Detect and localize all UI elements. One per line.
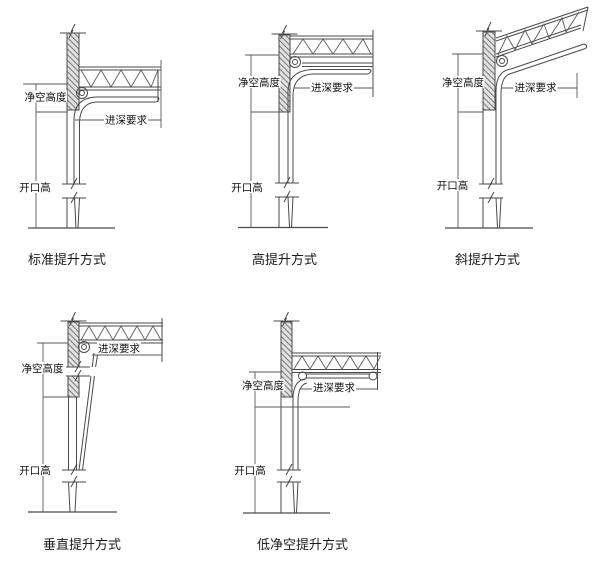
opening-height-text: 开口高 — [231, 181, 263, 194]
clear-height-label: 净空高度 — [24, 90, 67, 104]
door-track — [495, 43, 588, 184]
door-panel — [74, 197, 80, 229]
clear-height-label: 净空高度 — [241, 379, 285, 392]
diagram-incline-lift: 净空高度 进深要求 开口高 斜提升方式 — [436, 6, 589, 267]
opening-height-text: 开口高 — [234, 464, 266, 477]
caption-low-headroom-lift: 低净空提升方式 — [257, 537, 348, 552]
caption-incline-lift: 斜提升方式 — [455, 252, 520, 267]
roller-icon — [368, 371, 378, 381]
roller-icon — [298, 371, 307, 381]
opening-height-label: 开口高 — [233, 464, 267, 477]
opening-height-text: 开口高 — [19, 464, 51, 477]
wall-column — [59, 23, 87, 228]
clear-height-label: 净空高度 — [237, 76, 281, 89]
opening-height-label: 开口高 — [230, 181, 264, 194]
opening-height-label: 开口高 — [18, 181, 52, 194]
wall-column — [273, 311, 300, 513]
opening-height-text: 开口高 — [19, 181, 51, 194]
door-panel — [287, 196, 294, 228]
diagram-standard-lift: 净空高度 进深要求 开口高 标准提升方式 — [18, 23, 162, 267]
clear-height-label: 净空高度 — [441, 76, 485, 89]
door-track — [287, 69, 372, 183]
clear-height-label: 净空高度 — [21, 362, 64, 375]
clear-height-text: 净空高度 — [238, 76, 280, 89]
caption-high-lift: 高提升方式 — [252, 252, 317, 267]
door-panel — [292, 481, 299, 514]
depth-requirement-label: 进深要求 — [312, 381, 356, 394]
wall-column — [271, 24, 298, 228]
depth-requirement-text: 进深要求 — [313, 382, 355, 394]
wall-column — [60, 311, 87, 398]
depth-requirement-label: 进深要求 — [513, 81, 558, 94]
depth-requirement-label: 进深要求 — [310, 81, 354, 94]
pulley-icon — [496, 55, 508, 67]
door-panel — [68, 397, 77, 513]
depth-requirement-text: 进深要求 — [98, 343, 140, 355]
door-track — [292, 371, 378, 470]
depth-requirement-text: 进深要求 — [311, 82, 353, 94]
clear-height-text: 净空高度 — [25, 91, 67, 104]
door-track — [78, 352, 98, 471]
depth-requirement-text: 进深要求 — [515, 82, 557, 94]
depth-requirement-text: 进深要求 — [105, 115, 147, 127]
clear-height-text: 净空高度 — [22, 362, 64, 375]
opening-height-text: 开口高 — [437, 179, 469, 192]
roof-truss — [290, 30, 374, 97]
diagram-high-lift: 净空高度 进深要求 开口高 高提升方式 — [230, 24, 374, 267]
roof-truss — [79, 66, 161, 102]
door-panel — [495, 197, 502, 229]
caption-standard-lift: 标准提升方式 — [28, 252, 106, 267]
door-track — [73, 96, 160, 184]
opening-height-label: 开口高 — [18, 464, 52, 477]
depth-requirement-label: 进深要求 — [104, 113, 148, 127]
diagram-low-headroom-lift: 净空高度 进深要求 开口高 低净空提升方式 — [233, 311, 381, 552]
diagram-vertical-lift: 进深要求 净空高度 开口高 垂直提升方式 — [18, 311, 163, 552]
clear-height-text: 净空高度 — [242, 379, 284, 392]
depth-requirement-label: 进深要求 — [97, 342, 141, 355]
roof-truss — [292, 352, 381, 390]
wall-column — [475, 21, 503, 228]
pulley-icon — [289, 56, 301, 68]
clear-height-text: 净空高度 — [442, 76, 484, 89]
opening-height-label: 开口高 — [436, 179, 469, 192]
roof-truss — [495, 6, 589, 58]
caption-vertical-lift: 垂直提升方式 — [43, 537, 121, 552]
